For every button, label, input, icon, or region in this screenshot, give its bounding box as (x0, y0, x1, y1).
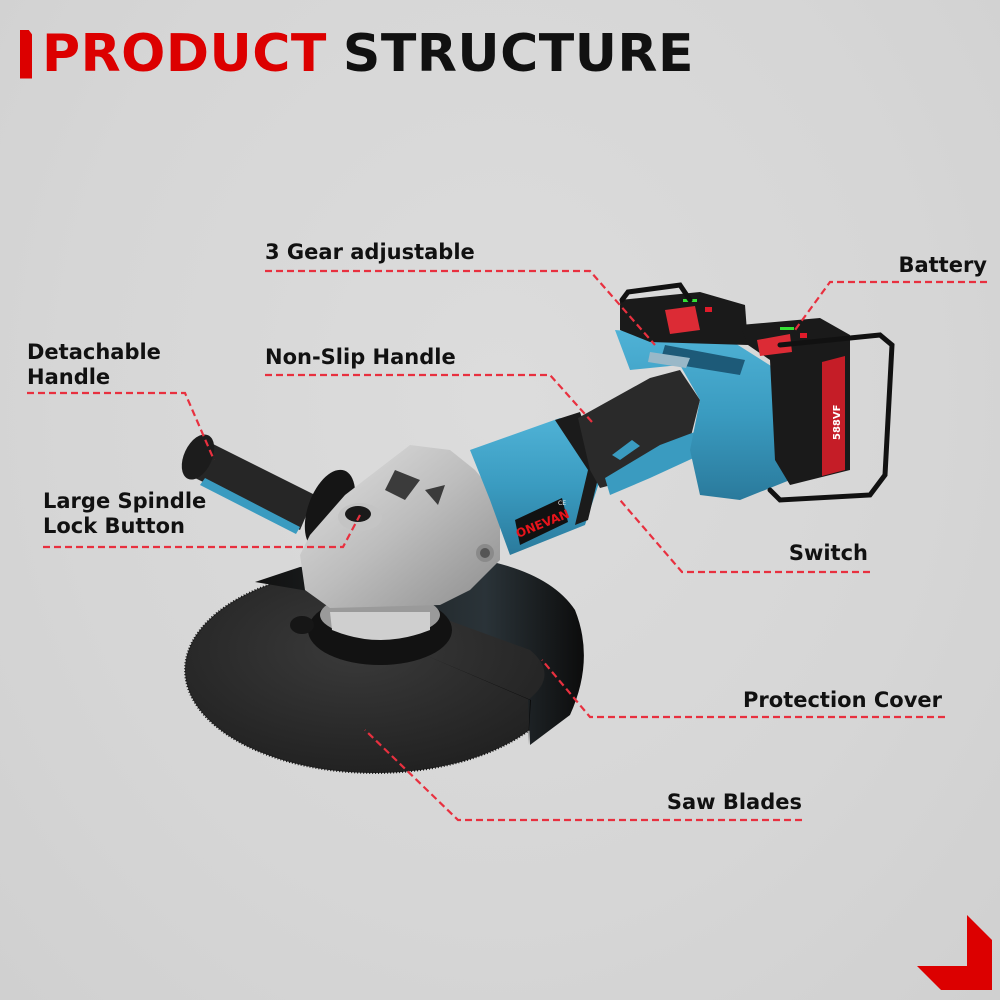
page-title: PRODUCT STRUCTURE (20, 28, 694, 80)
callout-non-slip-handle: Non-Slip Handle (265, 345, 456, 369)
title-accent-bar (20, 29, 32, 79)
battery-pack-1 (620, 292, 748, 345)
battery-voltage-label: 588VF (832, 405, 843, 440)
callout-gear-adjustable: 3 Gear adjustable (265, 240, 475, 264)
callout-saw-blades: Saw Blades (666, 790, 802, 814)
callout-switch: Switch (788, 541, 868, 565)
callout-detachable-handle: Detachable Handle (27, 340, 161, 389)
roll-cage (619, 282, 895, 503)
title-word-product: PRODUCT (42, 24, 327, 84)
battery-pack-2: 588VF (740, 318, 850, 485)
leader-battery (794, 280, 987, 331)
non-slip-handle (578, 370, 700, 495)
leader-non-slip (265, 373, 593, 423)
leader-switch (619, 499, 870, 574)
leader-detachable (27, 391, 216, 461)
leader-lines (27, 269, 987, 822)
callout-battery: Battery (898, 253, 987, 277)
protection-cover (255, 555, 584, 745)
svg-text:CE: CE (558, 500, 566, 507)
leader-spindle (43, 514, 361, 549)
callout-spindle-lock: Large Spindle Lock Button (43, 489, 207, 538)
gear-head-housing (300, 445, 500, 608)
leader-gear (265, 269, 656, 346)
leader-protection (541, 659, 945, 719)
title-word-structure: STRUCTURE (342, 24, 694, 84)
callout-protection-cover: Protection Cover (743, 688, 942, 712)
rear-housing (615, 330, 800, 500)
leader-saw (364, 729, 802, 822)
